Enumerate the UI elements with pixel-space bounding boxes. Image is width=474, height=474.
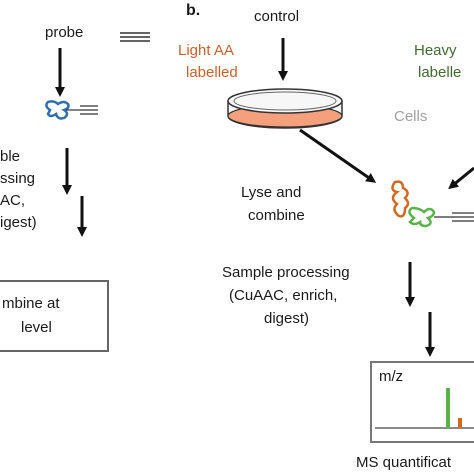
ms-caption: MS quantificat <box>356 454 452 471</box>
combine-line-1: mbine at <box>2 295 60 312</box>
light-protein-glyph <box>391 180 410 218</box>
cells-label: Cells <box>394 108 428 125</box>
arrow-heavy-combine <box>448 166 474 190</box>
panel-b-letter: b. <box>186 2 201 19</box>
processing-line-1: Sample processing <box>222 264 350 281</box>
probe-glyph <box>120 32 150 42</box>
control-label: control <box>254 8 300 25</box>
petri-dish <box>227 88 343 129</box>
step-line-1: ble <box>0 148 21 165</box>
ms-axis-label: m/z <box>379 368 404 385</box>
ms-peak-heavy <box>446 388 450 428</box>
lyse-line-2: combine <box>248 207 305 224</box>
arrow-dish-combine <box>299 128 377 183</box>
ms-peak-light <box>458 418 462 428</box>
probe-label: probe <box>45 24 84 41</box>
step-line-4: igest) <box>0 214 37 231</box>
heavy-label-1: Heavy <box>414 42 457 59</box>
combine-box <box>0 280 109 352</box>
probe-protein-glyph <box>45 100 98 120</box>
combine-line-2: level <box>21 319 52 336</box>
light-label-2: labelled <box>186 64 238 81</box>
processing-line-2: (CuAAC, enrich, <box>229 287 338 304</box>
lyse-line-1: Lyse and <box>241 184 302 201</box>
step-line-3: AC, <box>0 192 26 209</box>
processing-line-3: digest) <box>264 310 310 327</box>
step-line-2: ssing <box>0 170 36 187</box>
heavy-protein-glyph <box>408 206 474 228</box>
light-label-1: Light AA <box>178 42 234 59</box>
ms-spectrum <box>370 361 474 443</box>
heavy-label-2: labelle <box>418 64 462 81</box>
